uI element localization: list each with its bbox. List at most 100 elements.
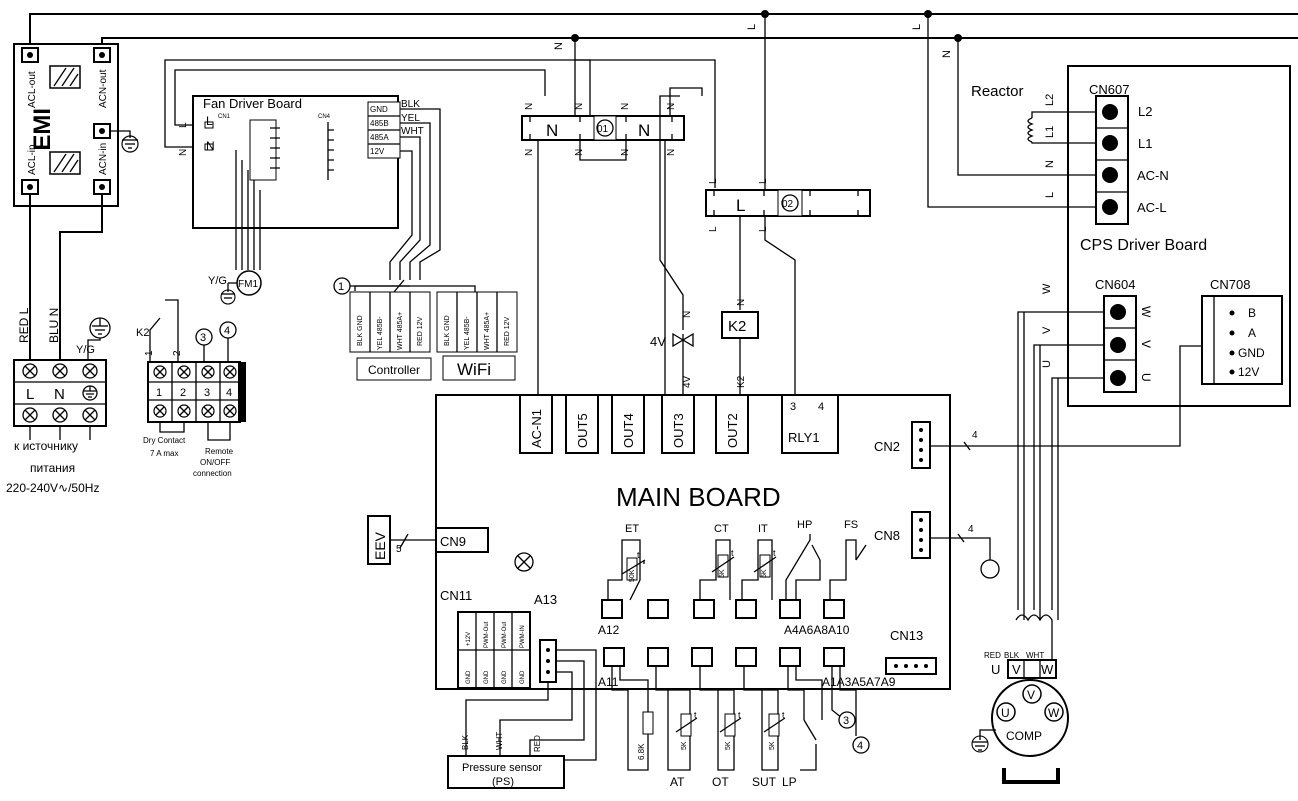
fdb-gnd: GND	[370, 105, 388, 114]
wifi-yel: YEL 485B-	[464, 316, 471, 350]
yg-label: Y/G	[76, 344, 95, 356]
cps-driver-board: CN607 L2 L1 AC-N AC-L CPS Driver Board C…	[1067, 65, 1291, 407]
acn-out-label: ACN-out	[98, 69, 109, 108]
cps-l2: L2	[1138, 104, 1152, 119]
cn11-label: CN11	[440, 588, 472, 603]
ac-n1-label: AC-N1	[529, 409, 544, 448]
et-label: ET	[625, 523, 639, 535]
hp-label: HP	[797, 519, 812, 531]
cn708-label: CN708	[1210, 277, 1250, 292]
fdb-12v: 12V	[370, 147, 385, 156]
cn11-gnd3: GND	[502, 670, 508, 684]
cps-comm-wire	[954, 345, 1202, 447]
yg-label: Y/G	[208, 275, 227, 287]
a11-label: A11	[598, 675, 619, 689]
ref-3: 3	[200, 332, 206, 344]
k2-t2: 2	[172, 350, 183, 356]
reactor-l2: L2	[1044, 94, 1056, 106]
k2-label: K2	[136, 327, 149, 339]
fdb-l: L	[206, 114, 213, 128]
fan-driver-title: Fan Driver Board	[203, 96, 302, 111]
comp-wht: WHT	[1026, 651, 1044, 660]
l-label: L	[178, 122, 189, 128]
motor-v: V	[1041, 326, 1053, 334]
sut-r: 5K	[769, 741, 776, 750]
ctl-wht: WHT 485A+	[397, 312, 404, 350]
n-label: N	[941, 50, 953, 58]
blk-label: BLK	[401, 99, 420, 110]
wifi-label: WiFi	[457, 360, 491, 379]
remote-label3: connection	[193, 469, 232, 478]
cn11-pin2: PWM-Out	[484, 621, 490, 648]
cn604-u: U	[1139, 373, 1153, 382]
out4-label: OUT4	[621, 413, 636, 448]
out3-label: OUT3	[671, 413, 686, 448]
it-label: IT	[758, 523, 768, 535]
comp-v: V	[1027, 688, 1035, 702]
n-label: N	[682, 311, 693, 318]
ctl-red: RED 12V	[417, 316, 424, 346]
controller-label: Controller	[368, 363, 420, 377]
aux-t4: 4	[226, 387, 232, 399]
et-t: t	[637, 550, 640, 560]
ot-label: OT	[712, 775, 729, 789]
aux-t2: 2	[180, 387, 186, 399]
remote-label2: ON/OFF	[200, 458, 230, 467]
sensor-bottom-row: A11 A1A3A5A7A9 6.8K t 5K AT t 5K OT	[598, 647, 896, 789]
cps-ac-n: AC-N	[1137, 168, 1169, 183]
relay1-n-right: N	[638, 121, 650, 140]
screw-row	[22, 363, 98, 423]
at-label: AT	[670, 775, 685, 789]
eev-wires: 5	[396, 544, 402, 555]
comp-blk: BLK	[1004, 651, 1020, 660]
acn-in-label: ACN-in	[98, 143, 109, 175]
reactor-l1: L1	[1044, 126, 1056, 138]
et-r: 50K	[629, 569, 636, 582]
comp-w-top: W	[1041, 662, 1054, 677]
fm1-label: FM1	[238, 279, 258, 290]
aux-screws	[153, 365, 237, 418]
ps-label1: Pressure sensor	[462, 762, 542, 774]
n-label: N	[524, 149, 535, 156]
k2-t1: 1	[144, 350, 155, 356]
a1-a9-label: A1A3A5A7A9	[822, 675, 896, 689]
wifi-blk-gnd: BLK GND	[444, 315, 451, 346]
cn11-pin4: PWM-IN	[520, 625, 526, 648]
l-label: L	[911, 24, 923, 30]
ot-t: t	[738, 710, 741, 720]
rly1-label: RLY1	[788, 430, 820, 445]
cn8-wires: 4	[968, 524, 974, 535]
k2-relay-label: K2	[728, 318, 746, 335]
comp-label: COMP	[1006, 729, 1042, 743]
comp-u-top: U	[991, 662, 1000, 677]
cn4-label: CN4	[318, 114, 331, 120]
n-label: N	[524, 103, 535, 110]
a13-label: A13	[534, 592, 557, 607]
relay-01: 01 N N N N N N N N N N	[521, 38, 703, 395]
fdb-n: N	[206, 139, 215, 153]
ps-wht: WHT	[495, 732, 504, 750]
l-label: L	[708, 226, 719, 232]
ct-r: 5K	[719, 569, 726, 578]
at-r: 5K	[681, 741, 688, 750]
it-t: t	[773, 548, 776, 558]
cn2-label: CN2	[874, 439, 900, 454]
sensor-top-row: ET CT IT HP FS t 50K t 5K t 5K	[598, 519, 867, 637]
yel-label: YEL	[401, 113, 420, 124]
ot-r: 5K	[725, 741, 732, 750]
cn9-label: CN9	[440, 534, 466, 549]
comp-red: RED	[984, 651, 1001, 660]
l-label: L	[758, 178, 769, 184]
fdb-485b: 485B	[370, 119, 389, 128]
l-label: L	[708, 178, 719, 184]
reactor-l: L	[1044, 192, 1056, 198]
cn1-label: CN1	[218, 114, 231, 120]
sut-t: t	[782, 710, 785, 720]
motor-u: U	[1041, 360, 1053, 368]
aux-t3: 3	[204, 387, 210, 399]
out5-label: OUT5	[575, 413, 590, 448]
rly1-3: 3	[790, 401, 796, 413]
ref-4b: 4	[857, 740, 863, 752]
cn604-w: W	[1139, 306, 1153, 318]
ps-red: RED	[533, 735, 542, 752]
